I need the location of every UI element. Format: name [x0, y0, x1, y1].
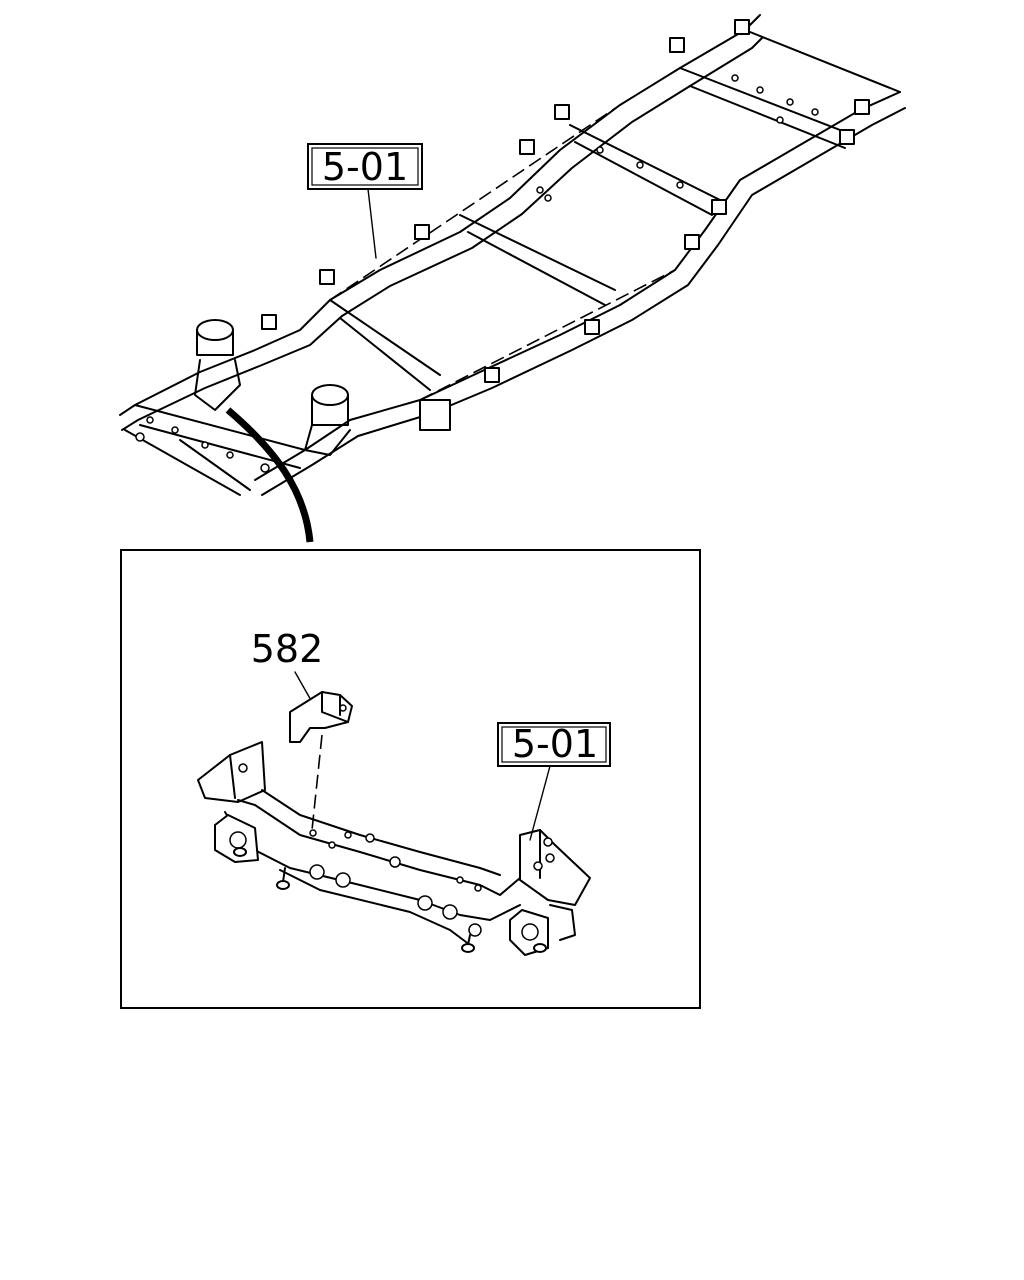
callout-5-01-top: 5-01 — [307, 143, 423, 259]
part-582-label: 582 — [251, 627, 324, 671]
detail-box — [120, 549, 701, 1009]
part-582-bracket: 582 — [251, 627, 353, 831]
chassis-frame-drawing — [119, 14, 906, 496]
detail-leader-curve — [225, 407, 314, 543]
callout-5-01-detail-label: 5-01 — [512, 722, 598, 766]
callout-5-01-detail: 5-01 — [497, 722, 611, 841]
callout-5-01-top-label: 5-01 — [322, 145, 408, 189]
cross-member-detail — [197, 741, 591, 956]
